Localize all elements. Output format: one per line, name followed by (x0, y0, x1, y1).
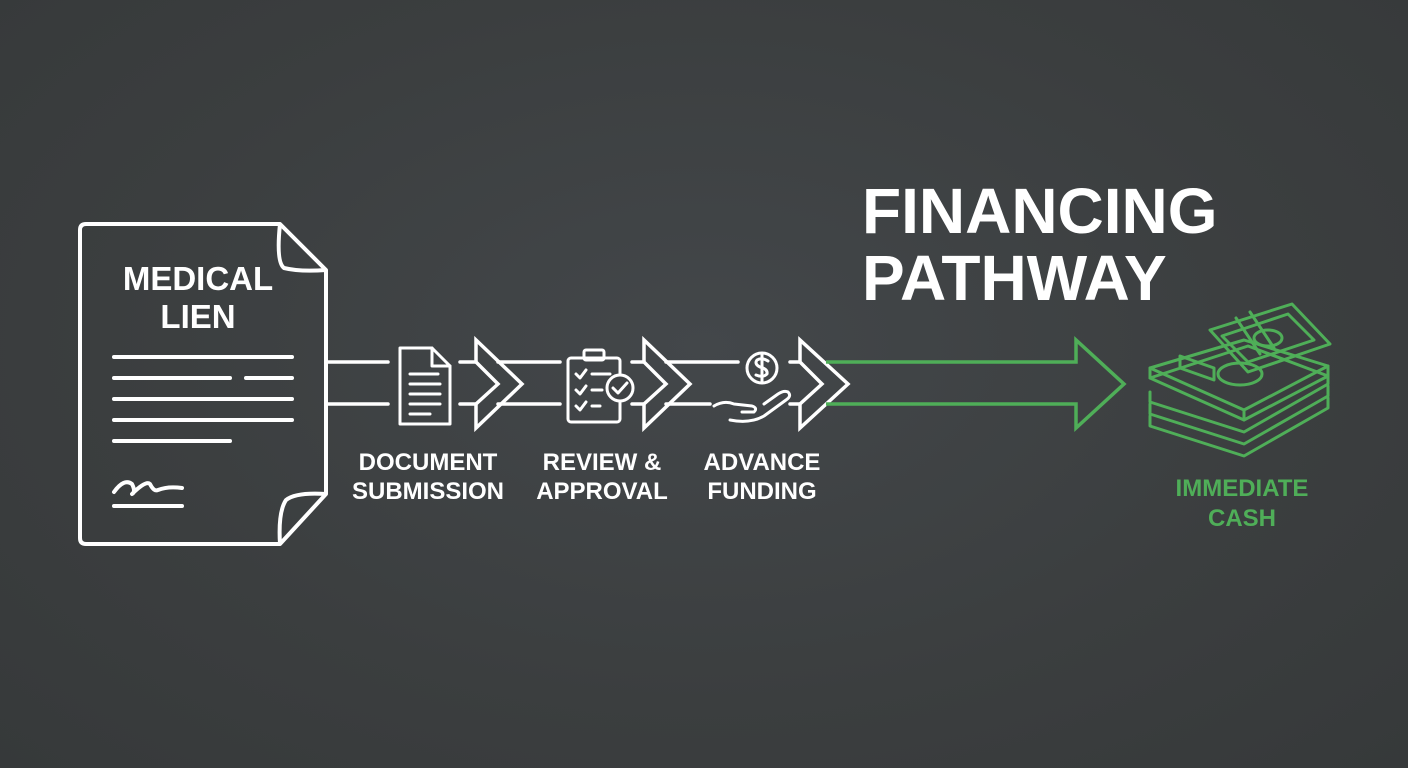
document-bottom-fold (277, 491, 327, 545)
cash-stack-icon (1148, 302, 1332, 458)
signature-icon (112, 480, 184, 496)
file-icon (398, 346, 452, 426)
step-3-label-line-1: ADVANCE (704, 449, 821, 476)
destination-label: IMMEDIATE CASH (1176, 475, 1309, 532)
step-2-label-line-2: APPROVAL (536, 478, 668, 505)
arrow-step-2 (642, 335, 693, 433)
step-arrows (474, 335, 851, 433)
diagram-title: FINANCING PATHWAY (862, 175, 1218, 314)
document-top-fold (276, 223, 327, 273)
destination-label-line-2: CASH (1208, 505, 1276, 532)
step-2-label-line-1: REVIEW & (543, 449, 662, 476)
step-labels: DOCUMENT SUBMISSION REVIEW & APPROVAL AD… (352, 449, 820, 505)
document-text-lines (112, 355, 294, 508)
step-1-label-line-2: SUBMISSION (352, 478, 504, 505)
green-pathway-arrow (826, 336, 1127, 432)
arrow-step-1 (474, 335, 525, 433)
document-icon (78, 222, 328, 546)
clipboard-check-icon (566, 348, 635, 424)
document-title-line-2: LIEN (160, 298, 235, 335)
arrow-step-3 (798, 336, 851, 432)
medical-lien-document: MEDICAL LIEN (78, 222, 328, 546)
step-3-label-line-2: FUNDING (707, 478, 816, 505)
document-title-line-1: MEDICAL (123, 260, 273, 297)
destination-label-line-1: IMMEDIATE (1176, 475, 1309, 502)
hand-dollar-icon (712, 351, 792, 423)
title-line-1: FINANCING (862, 175, 1218, 247)
title-line-2: PATHWAY (862, 242, 1167, 314)
pathway-connectors (324, 360, 802, 406)
step-1-label-line-1: DOCUMENT (359, 449, 498, 476)
